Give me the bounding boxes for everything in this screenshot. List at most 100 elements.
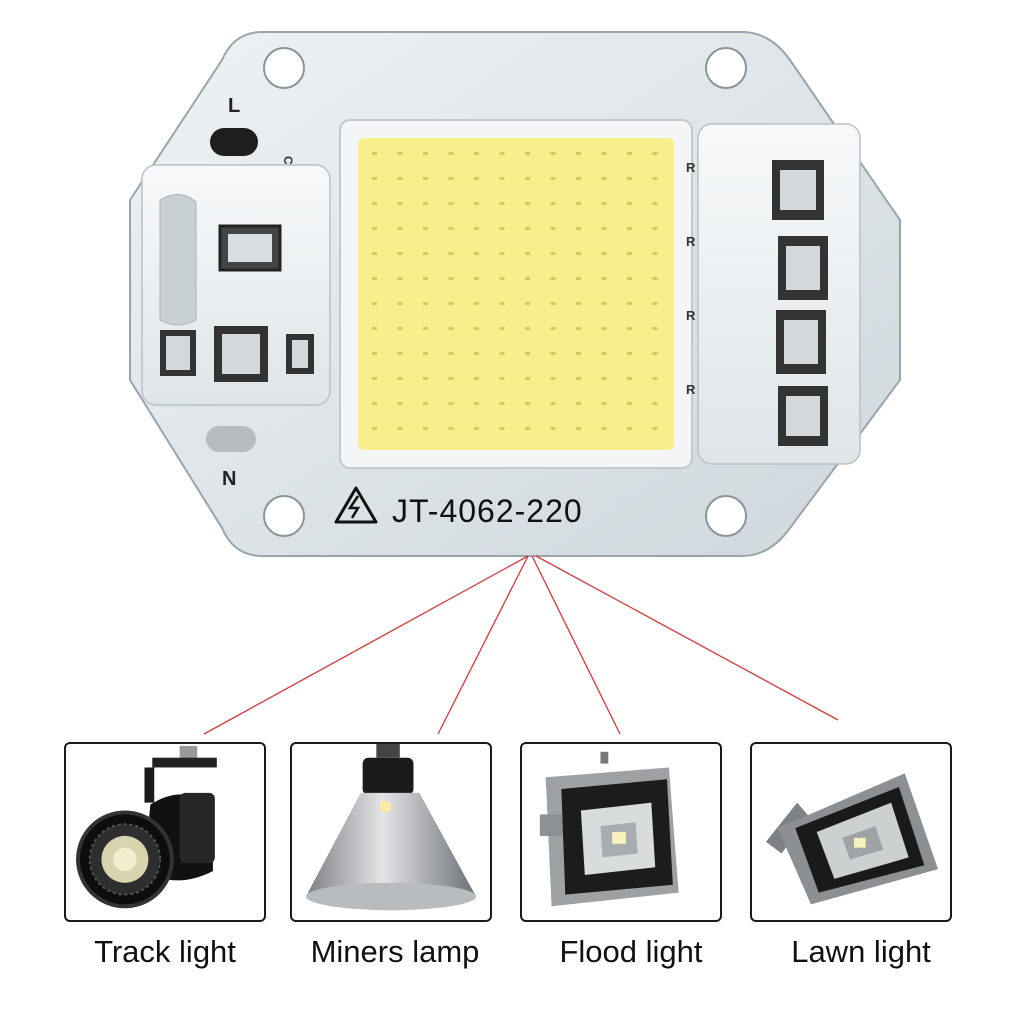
led-chip (652, 327, 658, 330)
led-chip (372, 177, 377, 180)
resistor-pad-inner (780, 170, 816, 210)
led-chip (550, 202, 556, 205)
led-chip (397, 377, 403, 380)
lawn-light-card (750, 742, 952, 922)
led-chip (550, 427, 556, 430)
led-chip (652, 227, 658, 230)
led-chip (372, 327, 377, 330)
led-chip (474, 427, 479, 430)
led-chip (448, 427, 454, 430)
resistor-pad-inner (786, 396, 820, 436)
led-chip (525, 377, 530, 380)
terminal-l-pad (210, 128, 258, 156)
resistor-label: R (686, 382, 696, 397)
led-chip (576, 227, 581, 230)
led-chip (474, 277, 479, 280)
led-chip (576, 377, 581, 380)
lawn-light-icon (765, 773, 939, 905)
led-chip (397, 402, 403, 405)
led-chip (448, 327, 454, 330)
led-chip (448, 252, 454, 255)
led-chip (372, 252, 377, 255)
led-chip (627, 177, 632, 180)
led-chip (397, 152, 403, 155)
led-chip (525, 177, 530, 180)
led-chip (601, 252, 607, 255)
led-chip (372, 152, 377, 155)
led-chip (499, 177, 505, 180)
high-voltage-warning-icon (334, 486, 378, 524)
flood-light-icon (539, 751, 679, 907)
led-chip (601, 177, 607, 180)
ic-pad-2-inner (166, 336, 190, 370)
resistor-label: R (686, 160, 696, 175)
led-chip (652, 177, 658, 180)
led-chip (499, 152, 505, 155)
led-chip (448, 352, 454, 355)
led-chip (423, 327, 428, 330)
mount-hole-top-right (705, 47, 747, 89)
resistor-label: R (686, 234, 696, 249)
terminal-n-pad (206, 426, 256, 452)
led-chip (550, 402, 556, 405)
led-chip (423, 427, 428, 430)
led-chip (423, 177, 428, 180)
led-chip (448, 202, 454, 205)
led-chip (627, 202, 632, 205)
miners-lamp-icon (305, 744, 477, 911)
led-chip (525, 152, 530, 155)
led-chip (652, 427, 658, 430)
track-light-label: Track light (94, 934, 236, 969)
led-chip (372, 277, 377, 280)
led-chip (372, 302, 377, 305)
led-chip (397, 177, 403, 180)
led-chip (499, 377, 505, 380)
led-chip (652, 402, 658, 405)
led-chip (397, 277, 403, 280)
led-chip (525, 427, 530, 430)
led-chip (652, 277, 658, 280)
led-chip (474, 252, 479, 255)
led-chip (525, 302, 530, 305)
led-chip (423, 152, 428, 155)
led-chip (499, 202, 505, 205)
led-chip (474, 177, 479, 180)
resistor-labels: R R R R (686, 160, 696, 397)
led-chip (576, 252, 581, 255)
led-chip (372, 402, 377, 405)
led-chip (499, 277, 505, 280)
model-number: JT-4062-220 (392, 493, 583, 529)
led-chip (372, 227, 377, 230)
led-chip (423, 402, 428, 405)
ic-pad-1-inner (228, 234, 272, 262)
led-chip (525, 327, 530, 330)
led-emitter-phosphor (358, 138, 674, 450)
led-chip (525, 227, 530, 230)
led-chip (576, 152, 581, 155)
led-chip (652, 152, 658, 155)
led-chip (525, 202, 530, 205)
led-chip (652, 302, 658, 305)
led-chip (448, 377, 454, 380)
led-chip (627, 427, 632, 430)
ic-pad-4-inner (292, 340, 308, 368)
cob-led-board: L C3 N R R R R JT-4062-220 (129, 31, 901, 557)
led-chip (423, 377, 428, 380)
mount-hole-bottom-right (705, 495, 747, 537)
led-chip (652, 252, 658, 255)
led-chip (474, 327, 479, 330)
led-chip (627, 277, 632, 280)
led-chip (601, 302, 607, 305)
led-chip (652, 202, 658, 205)
led-chip (499, 327, 505, 330)
led-chip (474, 402, 479, 405)
resistor-pads (772, 160, 828, 446)
led-chip (474, 202, 479, 205)
led-chip (550, 327, 556, 330)
resistor-label: R (686, 308, 696, 323)
led-chip (652, 377, 658, 380)
led-chip (627, 152, 632, 155)
resistor-pad-inner (784, 320, 818, 364)
led-chip (627, 252, 632, 255)
led-chip (397, 202, 403, 205)
